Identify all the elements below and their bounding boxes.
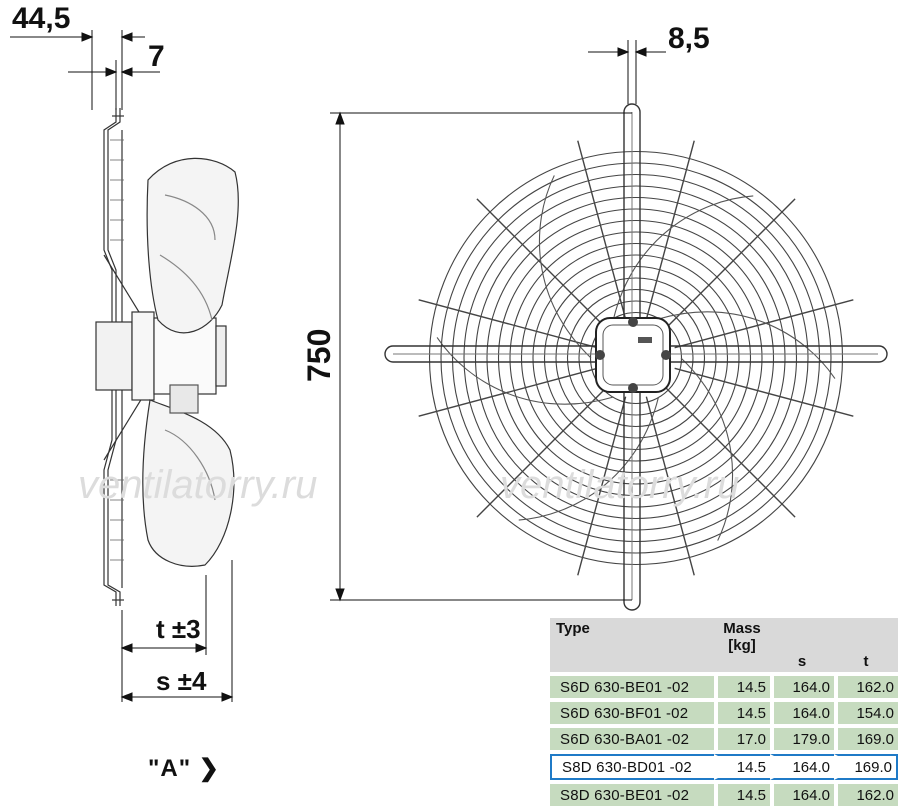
cell-mass: 14.5 <box>714 676 770 698</box>
cell-mass: 17.0 <box>714 728 770 750</box>
guard-ring <box>520 242 752 474</box>
guard-ring <box>497 219 775 497</box>
front-view <box>384 103 888 611</box>
dim-7: 7 <box>148 40 165 73</box>
guard-spoke <box>418 299 598 349</box>
front-dimension-lines <box>330 40 666 602</box>
cell-s: 164.0 <box>770 784 834 806</box>
cell-type: S6D 630-BA01 -02 <box>550 728 714 750</box>
col-s-header: s <box>770 618 834 672</box>
cell-t: 162.0 <box>834 784 898 806</box>
guard-ring <box>463 185 809 531</box>
cell-type: S8D 630-BD01 -02 <box>550 754 714 780</box>
guard-spokes <box>418 140 854 576</box>
guard-spoke <box>418 367 598 417</box>
cell-type: S6D 630-BF01 -02 <box>550 702 714 724</box>
cell-mass: 14.5 <box>714 754 770 780</box>
cell-mass: 14.5 <box>714 784 770 806</box>
guard-spoke <box>577 140 627 320</box>
impeller-blade <box>612 195 754 320</box>
guard-spoke <box>476 198 609 331</box>
motor-plate <box>595 317 671 393</box>
cell-t: 169.0 <box>834 754 898 780</box>
guard-spoke <box>663 198 796 331</box>
col-type-header: Type <box>550 618 714 672</box>
cell-mass: 14.5 <box>714 702 770 724</box>
dim-t: t ±3 <box>156 614 201 644</box>
guard-spoke <box>476 385 609 518</box>
col-mass-header: Mass [kg] <box>714 618 770 672</box>
table-row[interactable]: S6D 630-BF01 -02 14.5 164.0 154.0 <box>550 702 898 724</box>
guard-ring <box>532 254 740 462</box>
cell-s: 179.0 <box>770 728 834 750</box>
cell-t: 169.0 <box>834 728 898 750</box>
table-row[interactable]: S8D 630-BE01 -02 14.5 164.0 162.0 <box>550 784 898 806</box>
side-dimension-lines <box>10 30 234 702</box>
guard-spoke <box>674 299 854 349</box>
side-view <box>95 108 239 606</box>
guard-spoke <box>663 385 796 518</box>
view-a-label: "A" ❯ <box>148 755 220 782</box>
guard-ring <box>578 300 694 416</box>
cell-type: S6D 630-BE01 -02 <box>550 676 714 698</box>
impeller-blade <box>538 175 592 359</box>
col-t-header: t <box>834 618 898 672</box>
impeller-blade <box>518 396 660 521</box>
guard-spoke <box>645 140 695 320</box>
watermark-left: ventilatorry.ru <box>78 463 317 507</box>
guard-spoke <box>674 367 854 417</box>
guard-ring <box>474 196 798 520</box>
guard-ring <box>555 277 717 439</box>
guard-ring <box>440 162 832 554</box>
dim-8-5: 8,5 <box>668 22 710 55</box>
dim-s: s ±4 <box>156 666 207 696</box>
watermark-right: ventilatorry.ru <box>500 463 739 507</box>
dim-750: 750 <box>301 329 337 382</box>
table-header-row: Type Mass [kg] s t <box>550 618 898 672</box>
cell-s: 164.0 <box>770 702 834 724</box>
guard-ring <box>428 150 844 566</box>
cell-t: 162.0 <box>834 676 898 698</box>
table-row[interactable]: S6D 630-BA01 -02 17.0 179.0 169.0 <box>550 728 898 750</box>
guard-spoke <box>577 396 627 576</box>
cell-s: 164.0 <box>770 676 834 698</box>
guard-ring <box>451 173 821 543</box>
cell-s: 164.0 <box>770 754 834 780</box>
table-row-selected[interactable]: S8D 630-BD01 -02 14.5 164.0 169.0 <box>550 754 898 780</box>
fan-spec-table: Type Mass [kg] s t S6D 630-BE01 -02 14.5… <box>550 614 898 810</box>
guard-ring <box>486 208 786 508</box>
impeller-blade <box>680 357 734 541</box>
cell-t: 154.0 <box>834 702 898 724</box>
table-row[interactable]: S6D 630-BE01 -02 14.5 164.0 162.0 <box>550 676 898 698</box>
guard-ring <box>566 288 706 428</box>
cell-type: S8D 630-BE01 -02 <box>550 784 714 806</box>
guard-ring <box>509 231 763 485</box>
guard-spoke <box>645 396 695 576</box>
dim-44-5: 44,5 <box>12 2 70 35</box>
